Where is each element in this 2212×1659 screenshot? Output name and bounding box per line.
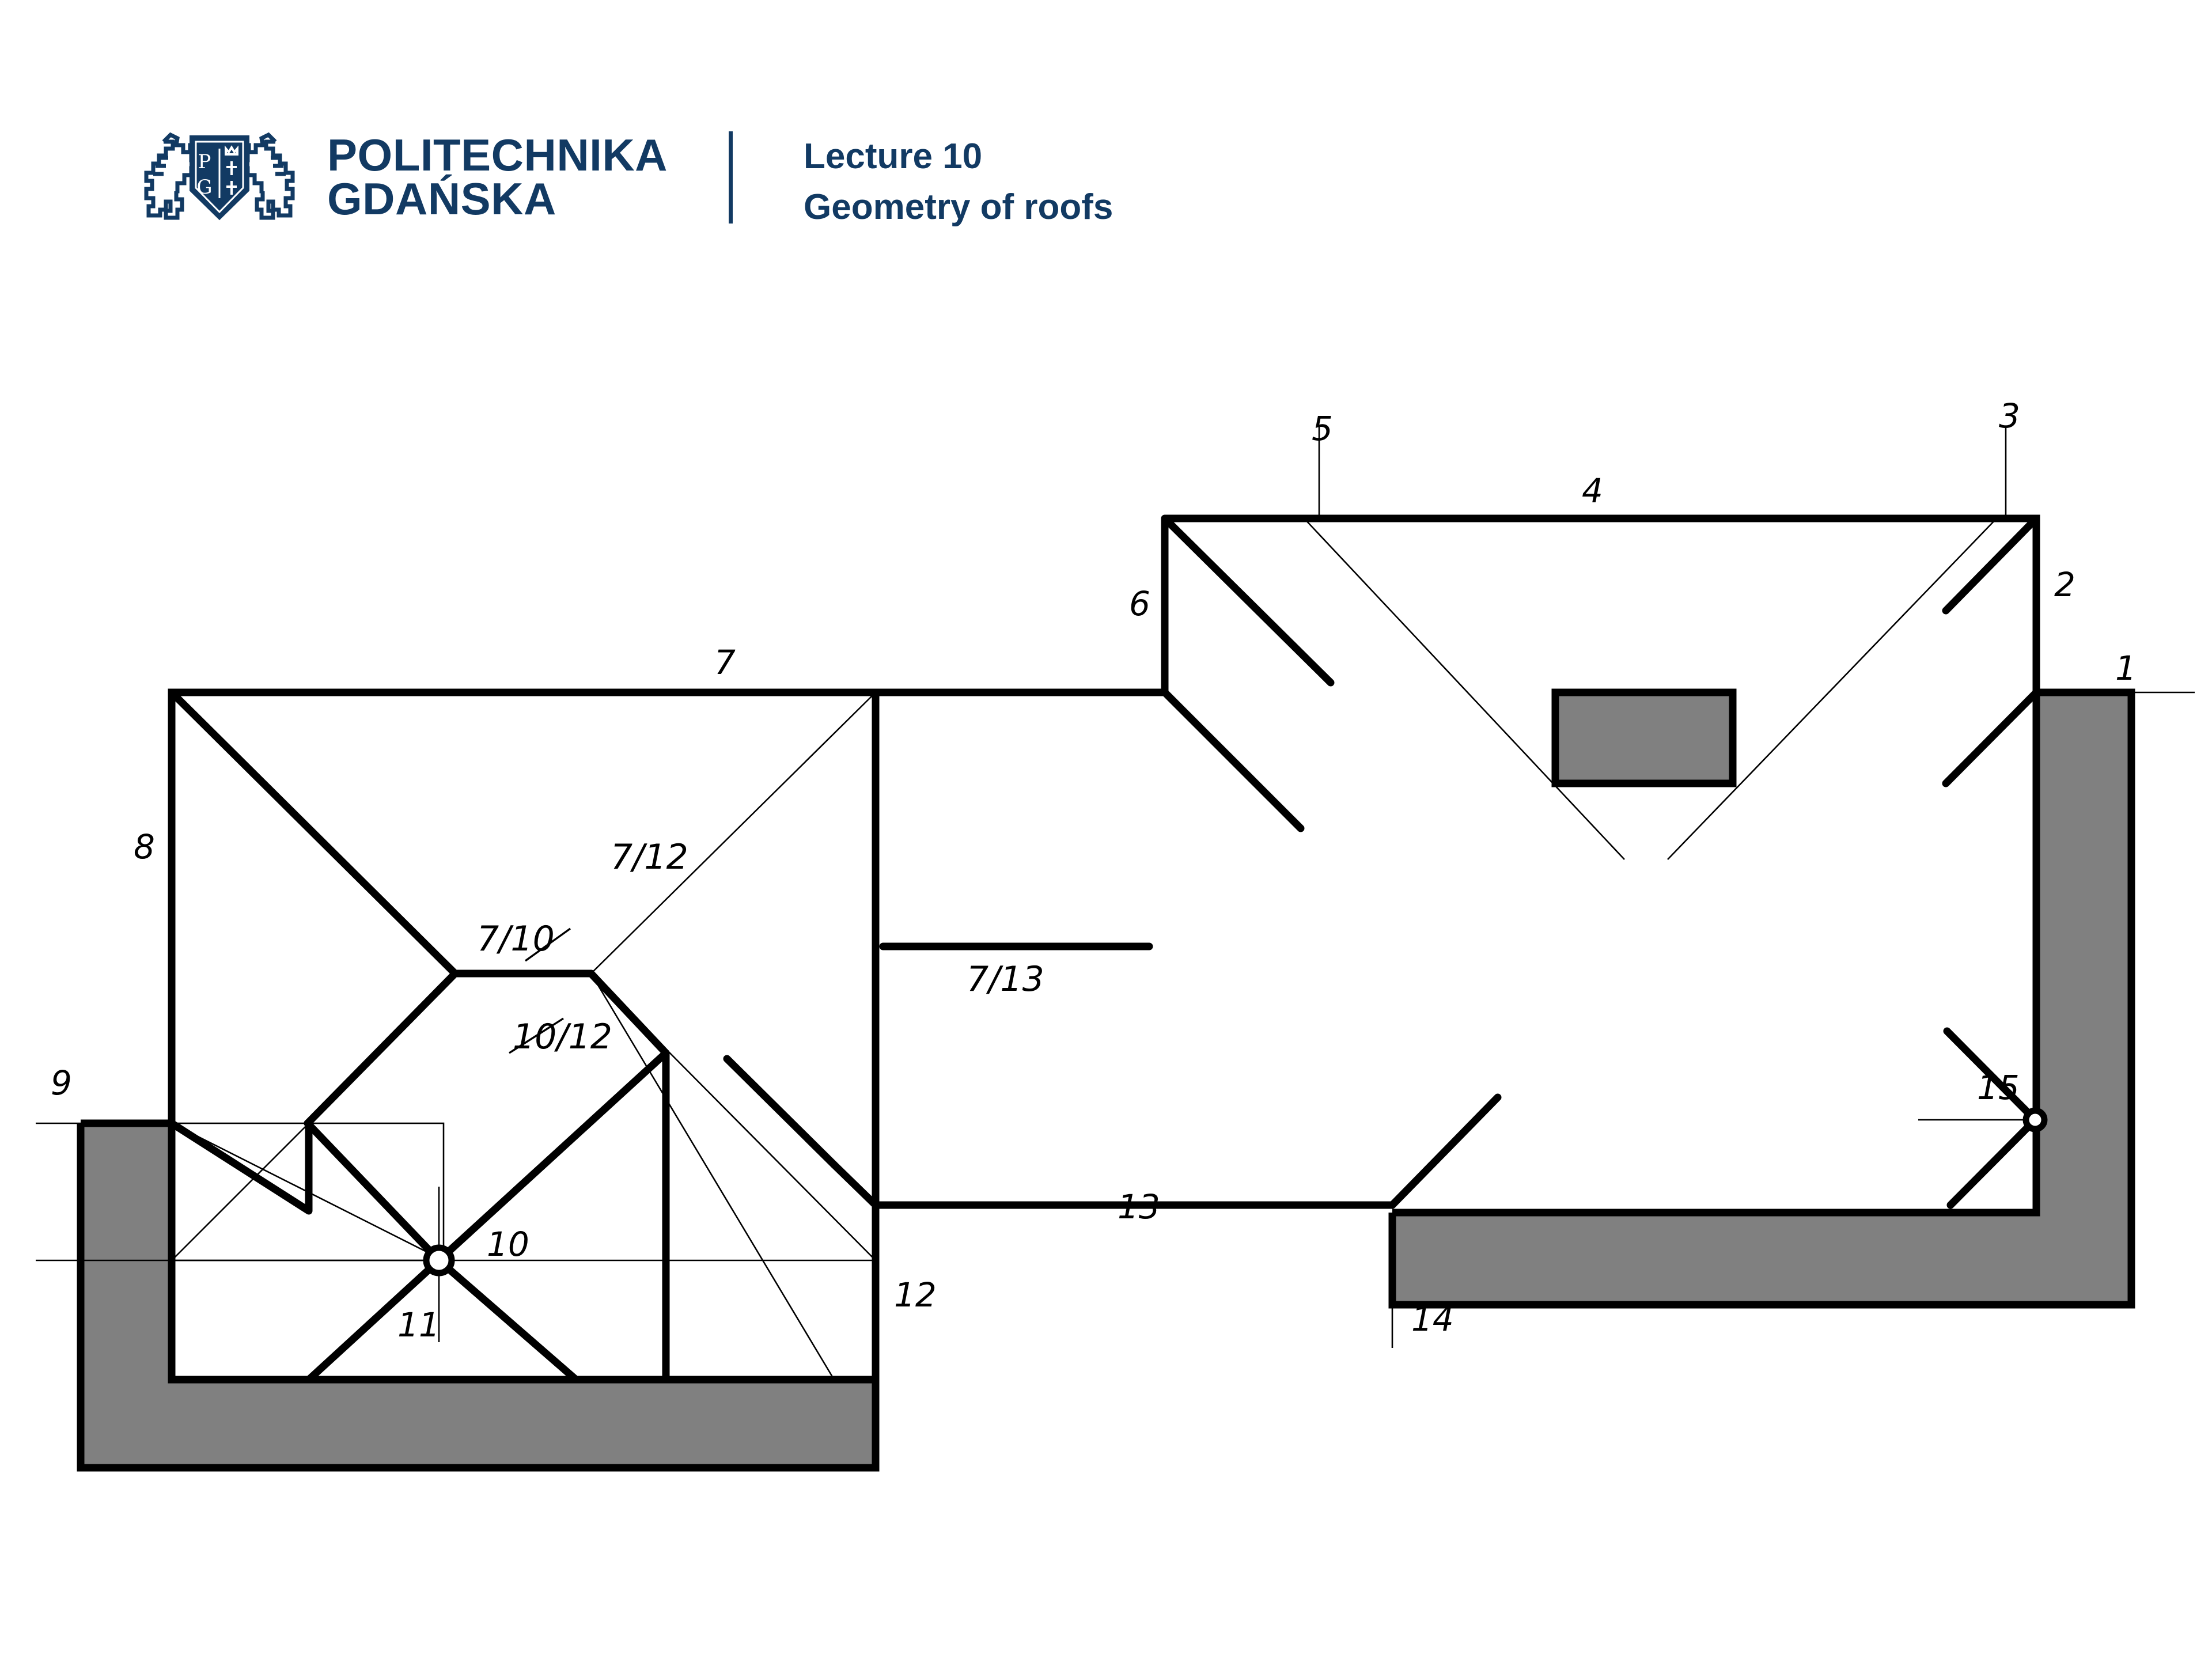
hip-right-lower bbox=[1943, 1027, 2039, 1124]
header-divider bbox=[729, 131, 733, 224]
fraction-label-7-10: 7/10 bbox=[477, 919, 555, 959]
edge-label-12: 12 bbox=[894, 1275, 937, 1315]
skylight-border bbox=[1551, 688, 1737, 787]
hip-node10-to-bottom-right bbox=[435, 1256, 580, 1384]
university-wordmark: POLITECHNIKA GDAŃSKA bbox=[327, 129, 668, 224]
edge-label-1: 1 bbox=[2115, 649, 2137, 688]
hip-right-from-ridge bbox=[587, 969, 670, 1057]
left-building-band-outline bbox=[77, 1119, 880, 1472]
fraction-strikethrough-10-12 bbox=[509, 1017, 564, 1054]
lecture-title: Lecture 10 Geometry of roofs bbox=[804, 137, 1113, 228]
hip-top-right-right-building bbox=[1942, 514, 2040, 615]
hip-left-upper bbox=[168, 688, 459, 978]
right-building-eaves bbox=[1165, 514, 2040, 1217]
skylight-fill bbox=[1559, 696, 1729, 780]
construction-line-3 bbox=[1667, 518, 1997, 860]
construction-diag-dormer-b bbox=[171, 1123, 309, 1261]
right-building-outline bbox=[876, 514, 2135, 1309]
hip-stub-10-12 bbox=[723, 1055, 838, 1169]
edge-label-10: 10 bbox=[487, 1225, 529, 1264]
construction-line-10-12-diag bbox=[590, 973, 835, 1380]
edge-label-5: 5 bbox=[1312, 409, 1333, 448]
edge-label-2: 2 bbox=[2054, 565, 2075, 604]
crest-letter-p: P bbox=[198, 150, 211, 173]
hip-top-left-right-building bbox=[1161, 514, 1335, 687]
node-marker-15 bbox=[2022, 1107, 2048, 1132]
valley-to-node-10 bbox=[435, 1049, 670, 1264]
fraction-label-7-12: 7/12 bbox=[611, 837, 688, 877]
edge-label-13: 13 bbox=[1118, 1187, 1160, 1226]
edge-number-labels: 1 2 3 4 5 6 7 8 9 10 11 12 13 14 15 bbox=[51, 396, 2137, 1344]
edge-label-4: 4 bbox=[1582, 471, 1603, 510]
edge-label-11: 11 bbox=[397, 1305, 440, 1344]
gray-shadow-bands bbox=[81, 692, 2131, 1468]
construction-line-5 bbox=[1304, 518, 1625, 860]
fraction-label-7-13: 7/13 bbox=[967, 959, 1044, 999]
dormer-step-diagonal bbox=[168, 1119, 313, 1215]
valley-left-from-ridge bbox=[304, 969, 459, 1127]
hip-left-notch-right-building bbox=[1161, 688, 1305, 832]
fraction-label-10-12: 10/12 bbox=[513, 1017, 612, 1057]
hip-node10-to-bottom-left bbox=[305, 1256, 443, 1384]
edge-label-8: 8 bbox=[134, 827, 155, 866]
edge-label-6: 6 bbox=[1129, 584, 1150, 623]
left-building-outline bbox=[77, 688, 1153, 1472]
hip-right-upper bbox=[1942, 688, 2040, 787]
university-logo: P G POLITECHNIKA GDAŃSKA bbox=[128, 126, 668, 228]
edge-label-7: 7 bbox=[714, 643, 736, 682]
pg-coat-of-arms-icon: P G bbox=[144, 132, 295, 221]
edge-label-15: 15 bbox=[1977, 1068, 2020, 1107]
gray-band-right-building bbox=[1392, 692, 2131, 1305]
crest-letter-g: G bbox=[196, 176, 212, 199]
valley-node10-to-step bbox=[304, 1119, 443, 1264]
hip-node15-to-bottom bbox=[1946, 1116, 2039, 1209]
construction-lines bbox=[36, 518, 1997, 1380]
construction-line-7-12 bbox=[590, 692, 876, 974]
right-building-band-outline bbox=[1388, 688, 2135, 1309]
fraction-labels: 7/12 7/10 10/12 7/13 bbox=[477, 837, 1044, 1057]
edge-label-3: 3 bbox=[1999, 396, 2020, 435]
page-header: P G POLITECHNIKA GDAŃSKA Lecture 10 Geom… bbox=[0, 0, 2212, 253]
edge-label-14: 14 bbox=[1411, 1300, 1454, 1339]
node-marker-10-11 bbox=[423, 1244, 455, 1277]
fraction-strikethrough-7-10 bbox=[525, 927, 571, 962]
hip-lower-right-left-building bbox=[830, 1161, 880, 1209]
hip-bottom-left-right-building bbox=[1388, 1093, 1502, 1209]
edge-label-9: 9 bbox=[51, 1063, 72, 1103]
